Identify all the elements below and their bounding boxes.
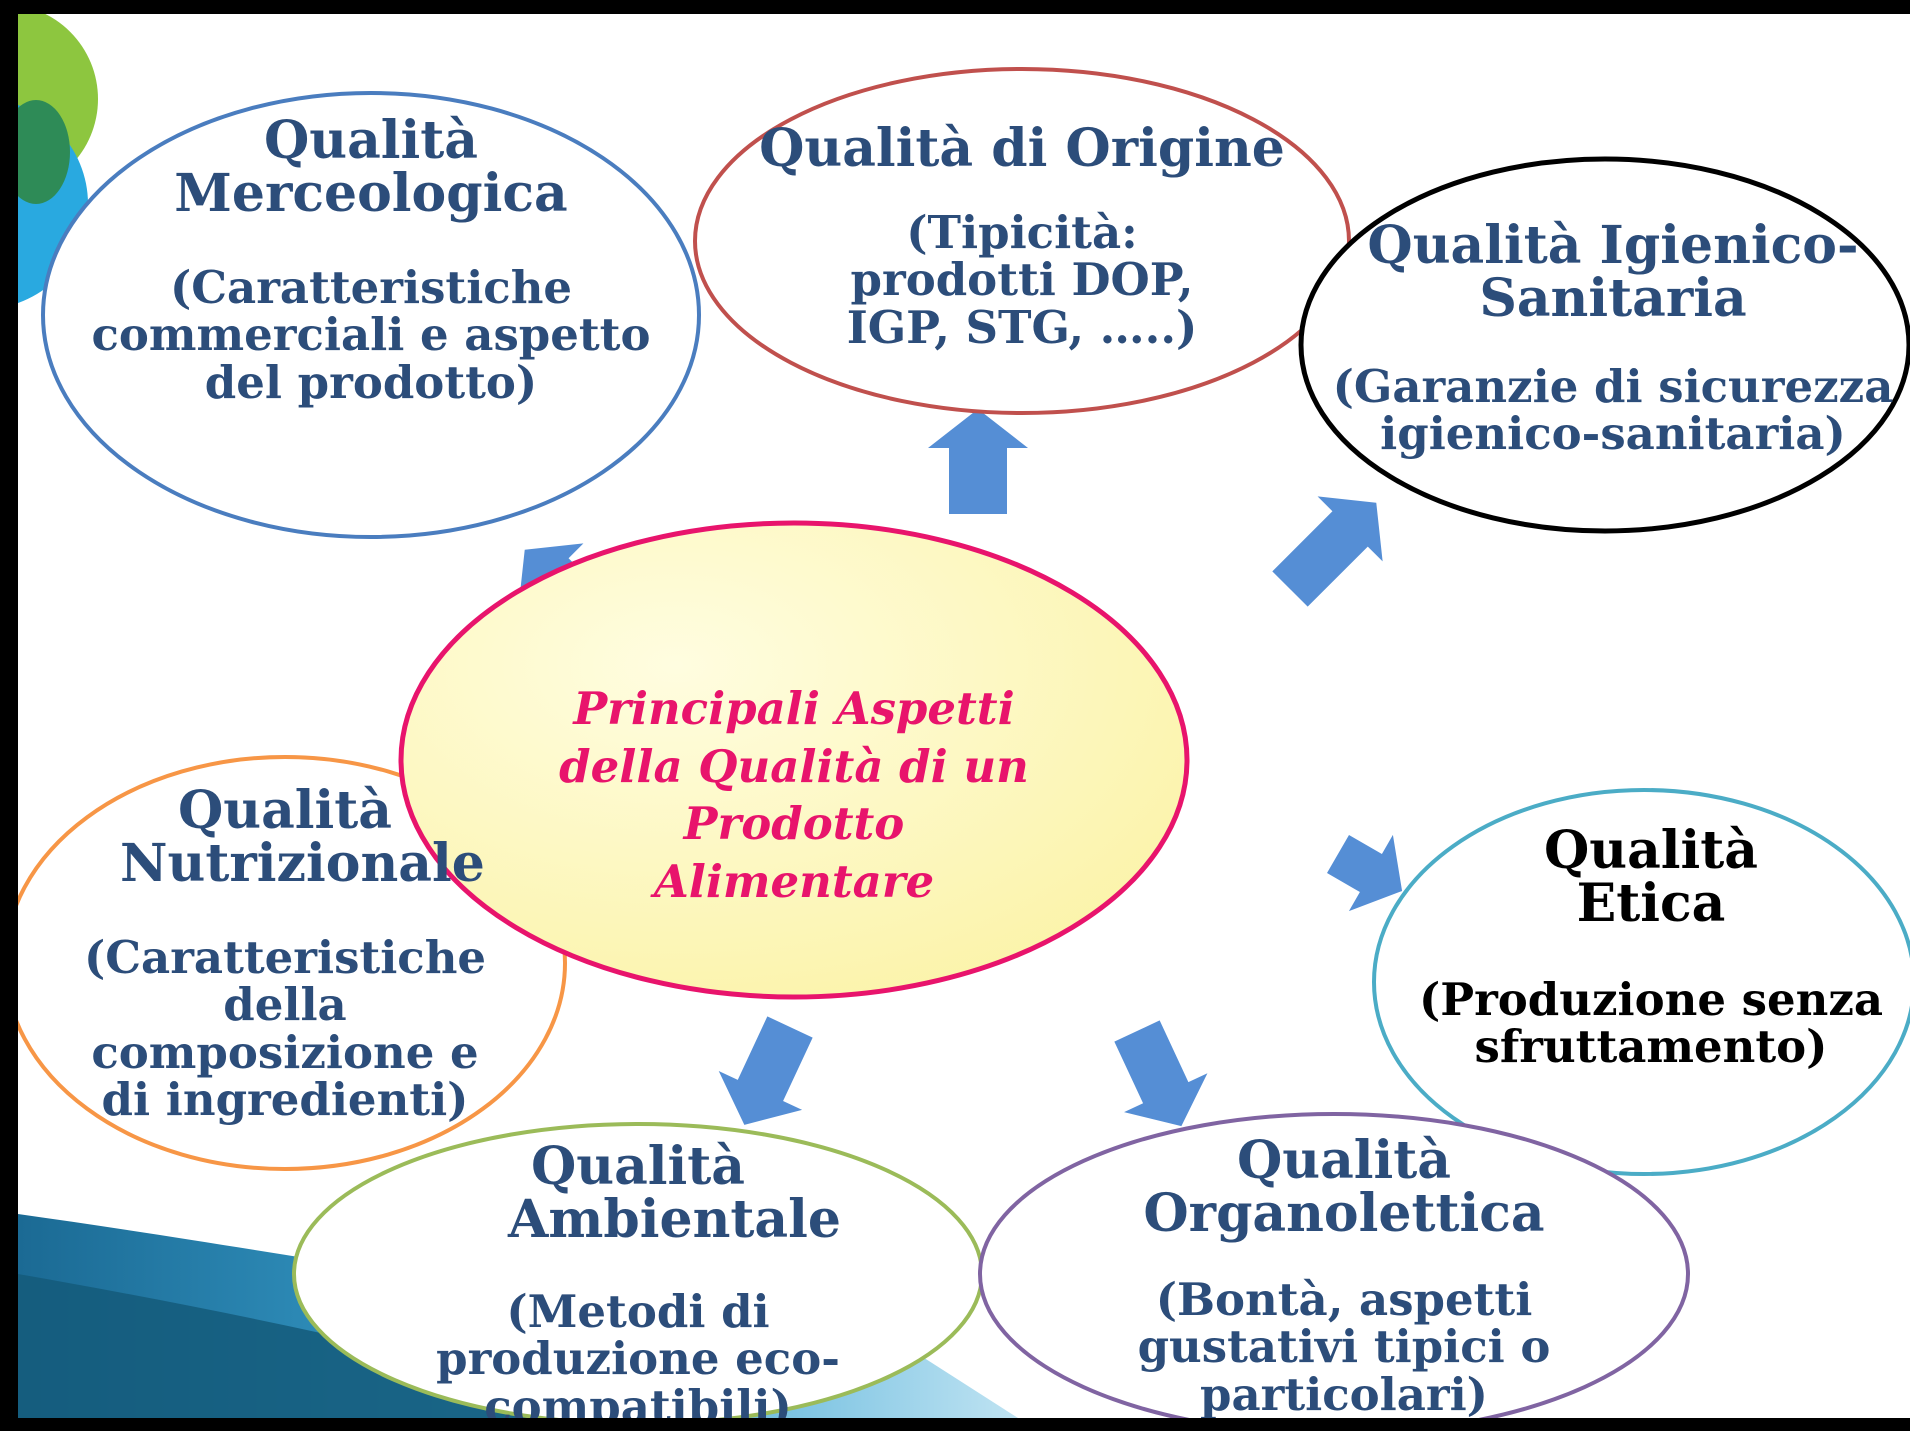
slide-frame: Principali Aspetti della Qualità di un P… xyxy=(18,14,1910,1418)
node-ambientale-title: Qualità Ambientale xyxy=(508,1136,841,1251)
center-ellipse xyxy=(398,520,1190,1000)
node-igienico-title: Qualità Igienico-Sanitaria xyxy=(1367,215,1859,330)
node-organolettica-title: Qualità Organolettica xyxy=(1143,1130,1545,1245)
node-ambientale: Qualità Ambientale (Metodi di produzione… xyxy=(358,1140,918,1418)
node-nutrizionale: Qualità Nutrizionale (Caratteristiche de… xyxy=(80,784,490,1123)
node-origine-title: Qualità di Origine xyxy=(759,118,1285,179)
node-origine-ellipse xyxy=(693,67,1351,415)
arrow-to-origine xyxy=(928,409,1028,514)
center-line-1: Principali Aspetti xyxy=(573,682,1015,735)
node-nutrizionale-title: Qualità Nutrizionale xyxy=(120,780,485,895)
node-igienico: Qualità Igienico-Sanitaria (Garanzie di … xyxy=(1328,219,1898,458)
node-etica-title: Qualità Etica xyxy=(1543,820,1759,935)
node-etica-subtitle: (Produzione senza sfruttamento) xyxy=(1418,973,1884,1074)
node-merceologica: Qualità Merceologica (Caratteristiche co… xyxy=(81,114,661,406)
node-ambientale-subtitle: (Metodi di produzione eco-compatibili) xyxy=(436,1285,840,1418)
node-igienico-subtitle: (Garanzie di sicurezza igienico-sanitari… xyxy=(1332,360,1894,461)
node-origine: Qualità di Origine (Tipicità: prodotti D… xyxy=(712,122,1332,351)
diagram-graphics xyxy=(18,14,1910,1418)
center-label: Principali Aspetti della Qualità di un P… xyxy=(544,680,1044,910)
arrow-to-ambientale xyxy=(718,1016,813,1125)
node-etica: Qualità Etica (Produzione senza sfruttam… xyxy=(1406,824,1896,1071)
node-organolettica-subtitle: (Bontà, aspetti gustativi tipici o parti… xyxy=(1137,1273,1551,1418)
node-organolettica: Qualità Organolettica (Bontà, aspetti gu… xyxy=(1104,1134,1584,1418)
center-line-2: della Qualità di un xyxy=(559,739,1029,793)
arrow-to-igienico xyxy=(1272,496,1383,607)
node-igienico-ellipse xyxy=(1298,156,1910,534)
node-merceologica-ellipse xyxy=(41,91,701,539)
arrow-to-organolettica xyxy=(1114,1020,1208,1127)
node-nutrizionale-subtitle: (Caratteristiche della composizione e di… xyxy=(83,931,487,1126)
node-origine-subtitle: (Tipicità: prodotti DOP, IGP, STG, …..) xyxy=(846,206,1198,354)
arrow-to-etica xyxy=(1327,834,1403,912)
decor-dark-green-lens xyxy=(18,100,70,204)
node-etica-ellipse xyxy=(1372,788,1910,1176)
node-merceologica-subtitle: (Caratteristiche commerciali e aspetto d… xyxy=(91,261,651,409)
node-nutrizionale-ellipse xyxy=(18,755,567,1171)
node-organolettica-ellipse xyxy=(978,1112,1690,1418)
center-line-3: Prodotto Alimentare xyxy=(653,797,935,908)
node-merceologica-title: Qualità Merceologica xyxy=(174,110,568,225)
